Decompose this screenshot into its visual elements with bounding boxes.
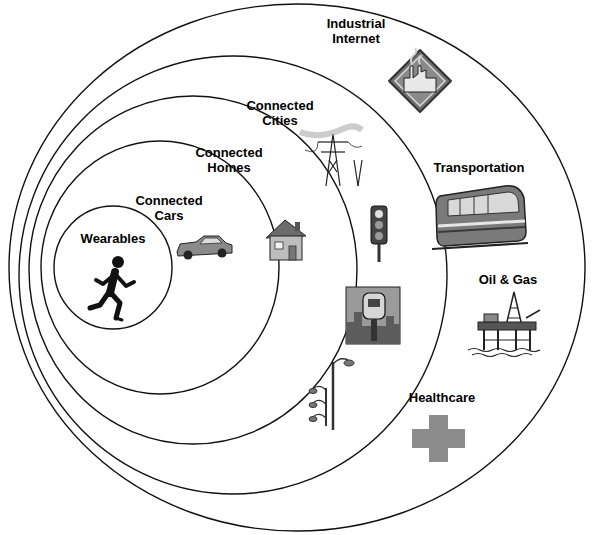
circle-node: Wearables Connected Cars — [40, 140, 280, 395]
circle-line — [54, 206, 172, 329]
train-icon — [432, 186, 528, 249]
car-icon — [177, 236, 232, 260]
sector-label: Healthcare — [397, 390, 487, 405]
parking-meter-icon — [346, 287, 400, 344]
circle-line — [9, 4, 585, 531]
circle-node: Wearables Connected Cars Connected Homes — [28, 95, 358, 445]
oil-rig-icon — [468, 292, 540, 357]
circle-outline — [8, 3, 586, 532]
circle-title: Industrial Internet — [311, 16, 401, 46]
circle-title: Connected Cities — [240, 98, 320, 128]
sector-label: Oil & Gas — [468, 272, 548, 287]
runner-icon — [90, 256, 134, 320]
circle-title: Connected Homes — [189, 145, 269, 175]
circle-line — [19, 56, 447, 494]
circle-node: Wearables — [53, 205, 173, 330]
circle-node: Wearables Connected Cars Connected Homes Co… — [18, 55, 448, 495]
circle-outline — [40, 140, 280, 395]
health-cross-icon — [412, 415, 465, 462]
circle-line — [29, 96, 357, 444]
sector-label: Transportation — [424, 160, 534, 175]
traffic-light-icon — [371, 206, 387, 262]
factory-icon — [389, 48, 451, 112]
circle-line — [41, 141, 279, 394]
circle-node: Wearables Connected Cars Connected Homes Co… — [8, 3, 586, 532]
circle-outline — [53, 205, 173, 330]
circle-title: Wearables — [68, 231, 158, 246]
street-lamp-icon — [309, 359, 354, 430]
circle-title: Connected Cars — [131, 193, 207, 223]
circle-outline — [28, 95, 358, 445]
circle-outline — [18, 55, 448, 495]
